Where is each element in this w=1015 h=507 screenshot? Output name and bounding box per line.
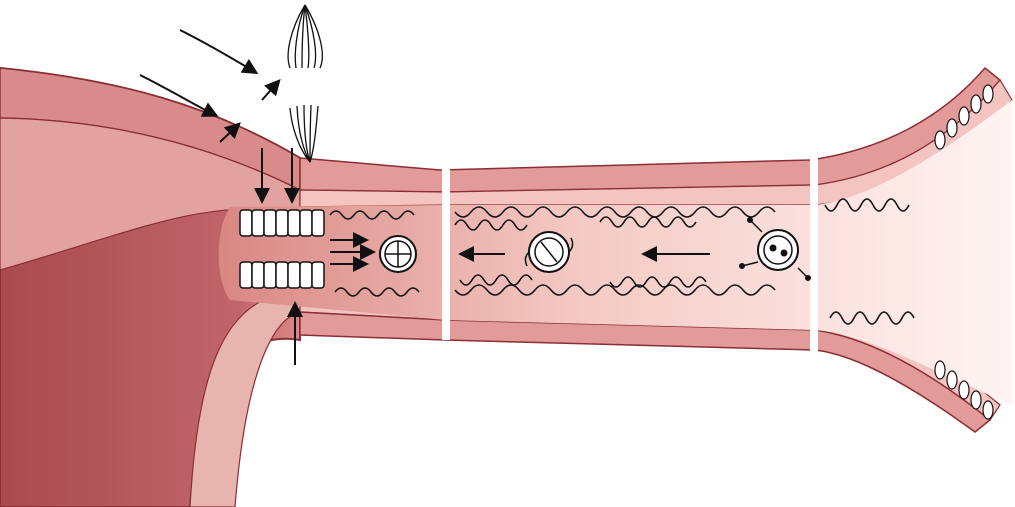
epithelial-cells-upper: [240, 210, 324, 236]
morula-icon: [380, 236, 416, 272]
muscle-fiber-icon: [288, 5, 322, 68]
section-divider-1: [442, 165, 450, 340]
epithelial-cells-lower: [240, 262, 324, 288]
muscle-fiber-icon: [290, 105, 318, 162]
section-divider-2: [810, 155, 818, 355]
